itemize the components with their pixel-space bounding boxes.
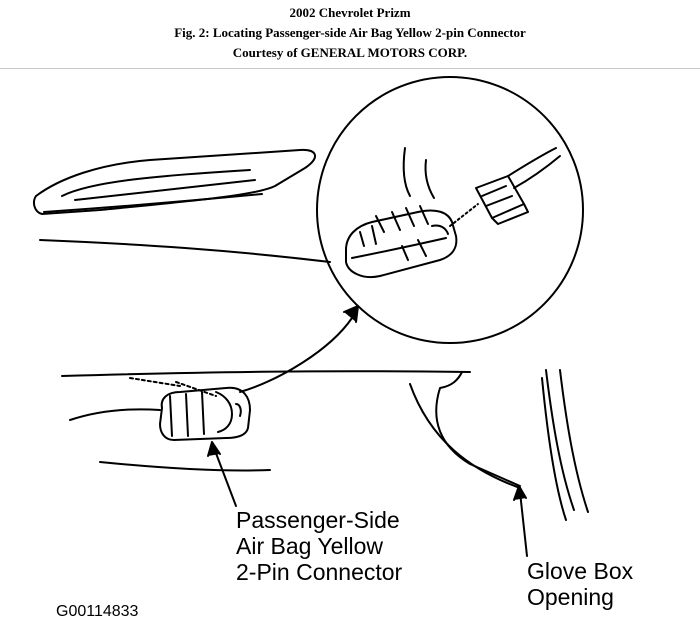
lower-cabin-curve — [99, 461, 271, 472]
pillar-line-b — [559, 369, 589, 513]
glovebox-label-line-2: Opening — [527, 584, 614, 610]
connector-label-line-2: Air Bag Yellow — [236, 533, 384, 559]
header-divider — [0, 68, 700, 69]
magnifier-arrow — [239, 317, 353, 393]
figure-caption: Fig. 2: Locating Passenger-side Air Bag … — [174, 25, 526, 40]
glovebox-leader-line — [519, 491, 528, 557]
connector-in-car-drawing — [129, 377, 251, 441]
glovebox-callout: Glove Box Opening — [527, 558, 633, 610]
dash-lower-edge — [61, 370, 471, 377]
glove-box-outline — [435, 371, 521, 487]
detail-magnifier-circle — [316, 76, 584, 344]
figure-code: G00114833 — [56, 603, 139, 620]
dash-vent-outline — [33, 148, 316, 215]
glovebox-label-line-1: Glove Box — [527, 558, 634, 584]
vehicle-title: 2002 Chevrolet Prizm — [289, 5, 411, 20]
connector-leader-line — [213, 447, 237, 507]
figure-header: 2002 Chevrolet Prizm Fig. 2: Locating Pa… — [0, 0, 700, 63]
dash-surface-line — [39, 239, 331, 263]
courtesy-line: Courtesy of GENERAL MOTORS CORP. — [232, 45, 468, 60]
connector-callout: Passenger-Side Air Bag Yellow 2-Pin Conn… — [236, 507, 402, 585]
connector-label-line-1: Passenger-Side — [236, 507, 400, 533]
connector-detail-drawing — [345, 147, 561, 278]
connector-label-line-3: 2-Pin Connector — [236, 559, 403, 585]
pillar-line-a — [545, 369, 575, 511]
